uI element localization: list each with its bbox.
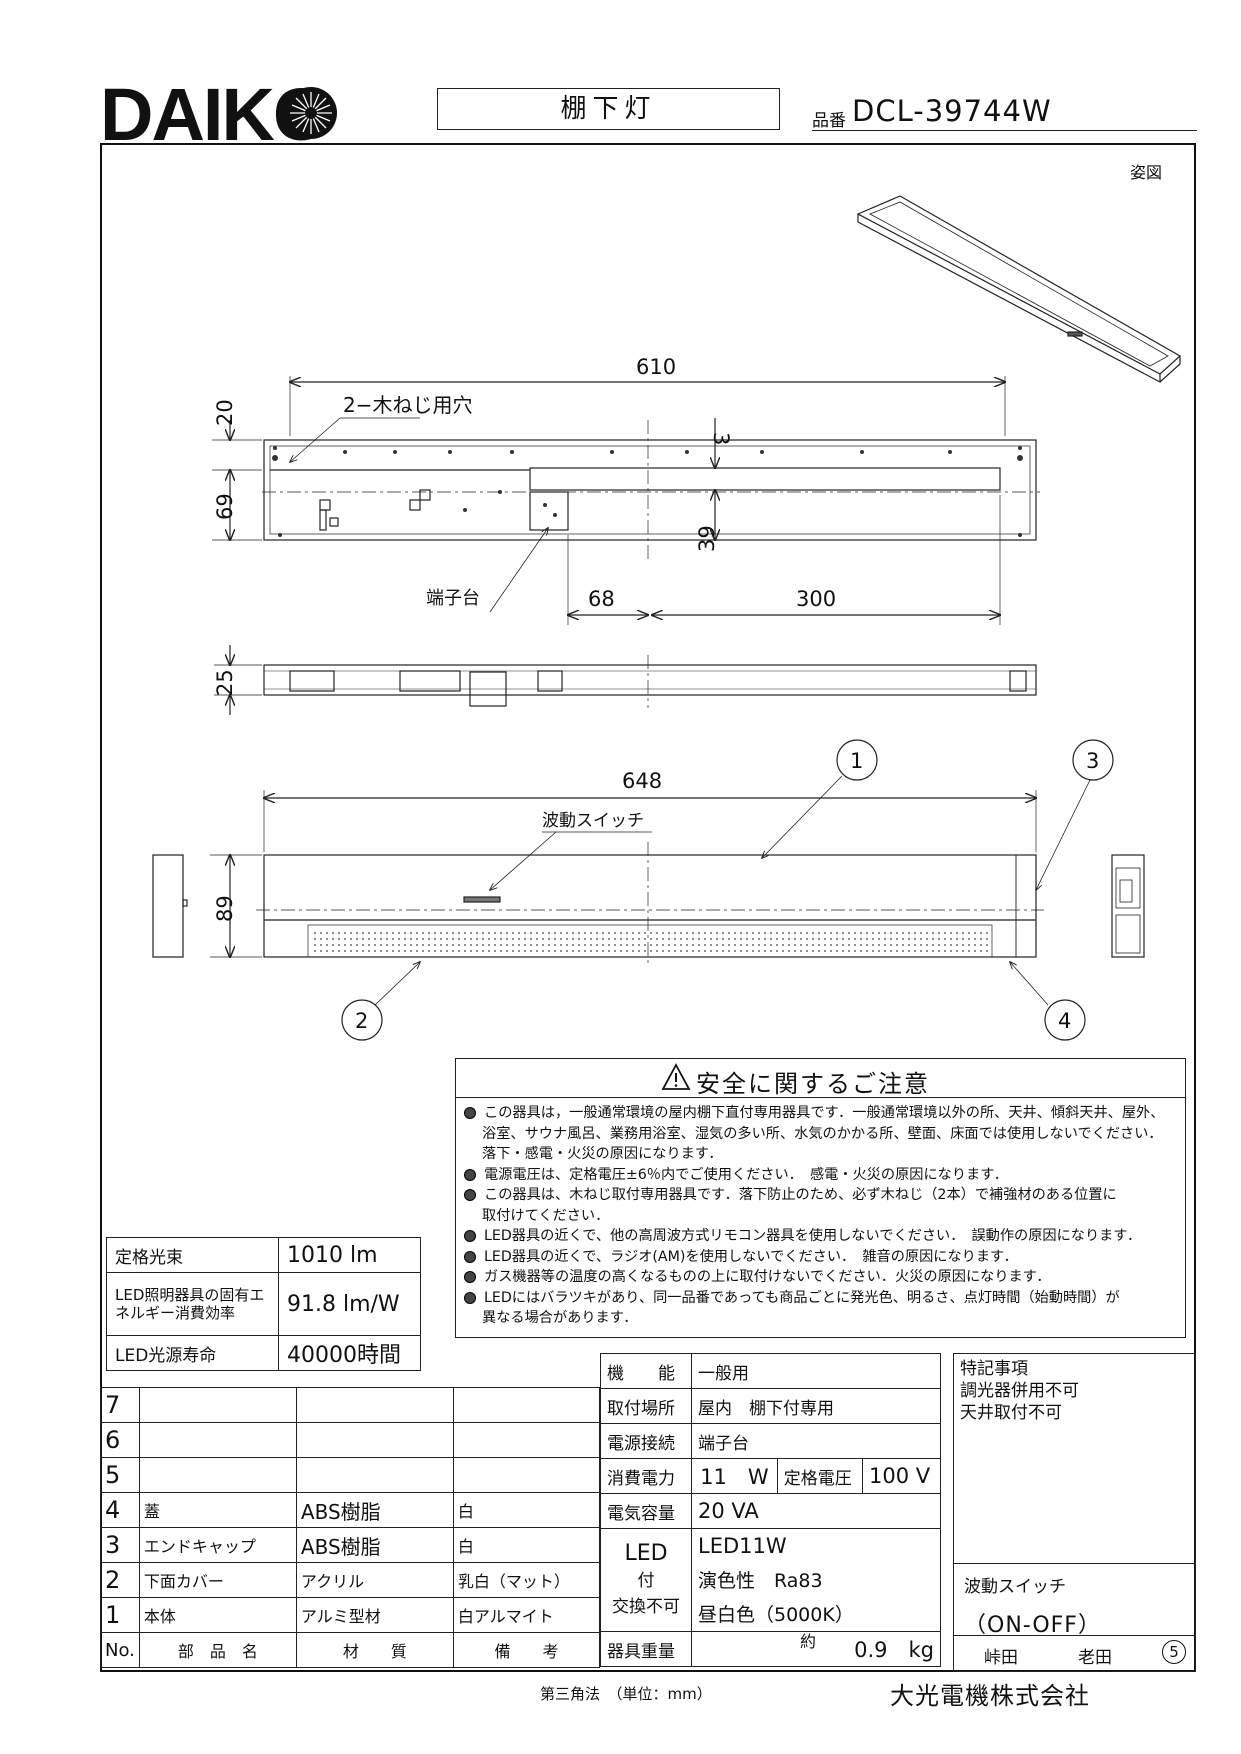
table-header: No.部 品 名材 質備 考 (100, 1632, 601, 1668)
safety-line: LEDにはバラツキがあり、同一品番であっても商品ごとに発光色、明るさ、点灯時間（… (464, 1288, 1179, 1309)
spec-key: LED光源寿命 (106, 1335, 279, 1371)
safety-title-bar: 安全に関するご注意 (456, 1059, 1185, 1098)
warning-icon (661, 1063, 691, 1090)
table-row: 5 (100, 1457, 601, 1493)
callout-1: 1 (850, 749, 863, 773)
part-number-label: 品番 (812, 111, 846, 131)
callout-3: 3 (1086, 749, 1099, 773)
spec-value: 1010 lm (278, 1237, 421, 1273)
safety-list: この器具は，一般通常環境の屋内棚下直付専用器具です．一般通常環境以外の所、天井、… (464, 1103, 1179, 1329)
signature-box: 峠田 老田 5 (953, 1635, 1196, 1672)
safety-line: 浴室、サウナ風呂、業務用浴室、湿気の多い所、水気のかかる所、壁面、床面では使用し… (482, 1125, 1163, 1142)
part-number-value: DCL-39744W (852, 94, 1052, 128)
weight-prefix: 約 (800, 1632, 817, 1651)
wave-switch-box: 波動スイッチ （ON-OFF） (953, 1563, 1196, 1638)
product-type-box: 棚下灯 (437, 88, 780, 130)
dim-68: 68 (588, 587, 615, 611)
dim-3: 3 (709, 432, 733, 445)
safety-line: 落下・感電・火災の原因になります． (482, 1146, 723, 1162)
safety-line: この器具は，一般通常環境の屋内棚下直付専用器具です．一般通常環境以外の所、天井、… (464, 1103, 1179, 1124)
sun-logo-icon (285, 87, 337, 139)
safety-line: 電源電圧は、定格電圧±6％内でご使用ください． 感電・火災の原因になります． (464, 1165, 1179, 1186)
special-notes: 特記事項 調光器併用不可 天井取付不可 (953, 1353, 1196, 1564)
dim-39: 39 (695, 525, 719, 552)
signer-b: 老田 (1078, 1648, 1112, 1668)
safety-line: 取付けてください． (482, 1207, 610, 1224)
part-number: 品番 DCL-39744W (812, 94, 1197, 131)
drawing-frame (100, 143, 1196, 1672)
dim-69: 69 (213, 493, 237, 520)
wave-switch-label: 波動スイッチ (542, 811, 644, 831)
revision-badge: 5 (1162, 1640, 1186, 1664)
spec-key: 定格光束 (106, 1237, 279, 1273)
safety-line: 異なる場合があります． (482, 1310, 638, 1326)
safety-notice: 安全に関するご注意 この器具は，一般通常環境の屋内棚下直付専用器具です．一般通常… (455, 1058, 1186, 1338)
dim-648: 648 (622, 769, 662, 793)
dim-89: 89 (213, 895, 237, 922)
signer-a: 峠田 (984, 1648, 1018, 1668)
dim-610: 610 (636, 355, 676, 379)
spec-value: 91.8 lm/W (278, 1272, 421, 1336)
weight-value: 0.9 kg (854, 1638, 934, 1662)
safety-line: この器具は、木ねじ取付専用器具です．落下防止のため、必ず木ねじ（2本）で補強材の… (464, 1185, 1179, 1206)
safety-line: LED器具の近くで、ラジオ(AM)を使用しないでください． 雑音の原因になります… (464, 1247, 1179, 1268)
callout-4: 4 (1058, 1009, 1071, 1033)
spec-value: 40000時間 (278, 1335, 421, 1371)
projection-note: 第三角法 （単位：mm） (540, 1685, 712, 1703)
screw-hole-label: 2−木ねじ用穴 (343, 393, 472, 417)
spec-key: LED照明器具の固有エネルギー消費効率 (106, 1272, 279, 1336)
safety-line: ガス機器等の温度の高くなるものの上に取付けないでください．火災の原因になります． (464, 1267, 1179, 1288)
callout-2: 2 (355, 1009, 368, 1033)
company-name: 大光電機株式会社 (890, 1682, 1090, 1710)
table-row: 6 (100, 1422, 601, 1458)
safety-title: 安全に関するご注意 (696, 1070, 930, 1098)
terminal-label: 端子台 (426, 588, 480, 609)
dim-300: 300 (796, 587, 836, 611)
dim-20: 20 (213, 399, 237, 426)
table-row: 7 (100, 1387, 601, 1423)
safety-line: LED器具の近くで、他の高周波方式リモコン器具を使用しないでください． 誤動作の… (464, 1226, 1179, 1247)
view-label: 姿図 (1130, 163, 1162, 182)
dim-25: 25 (213, 669, 237, 696)
